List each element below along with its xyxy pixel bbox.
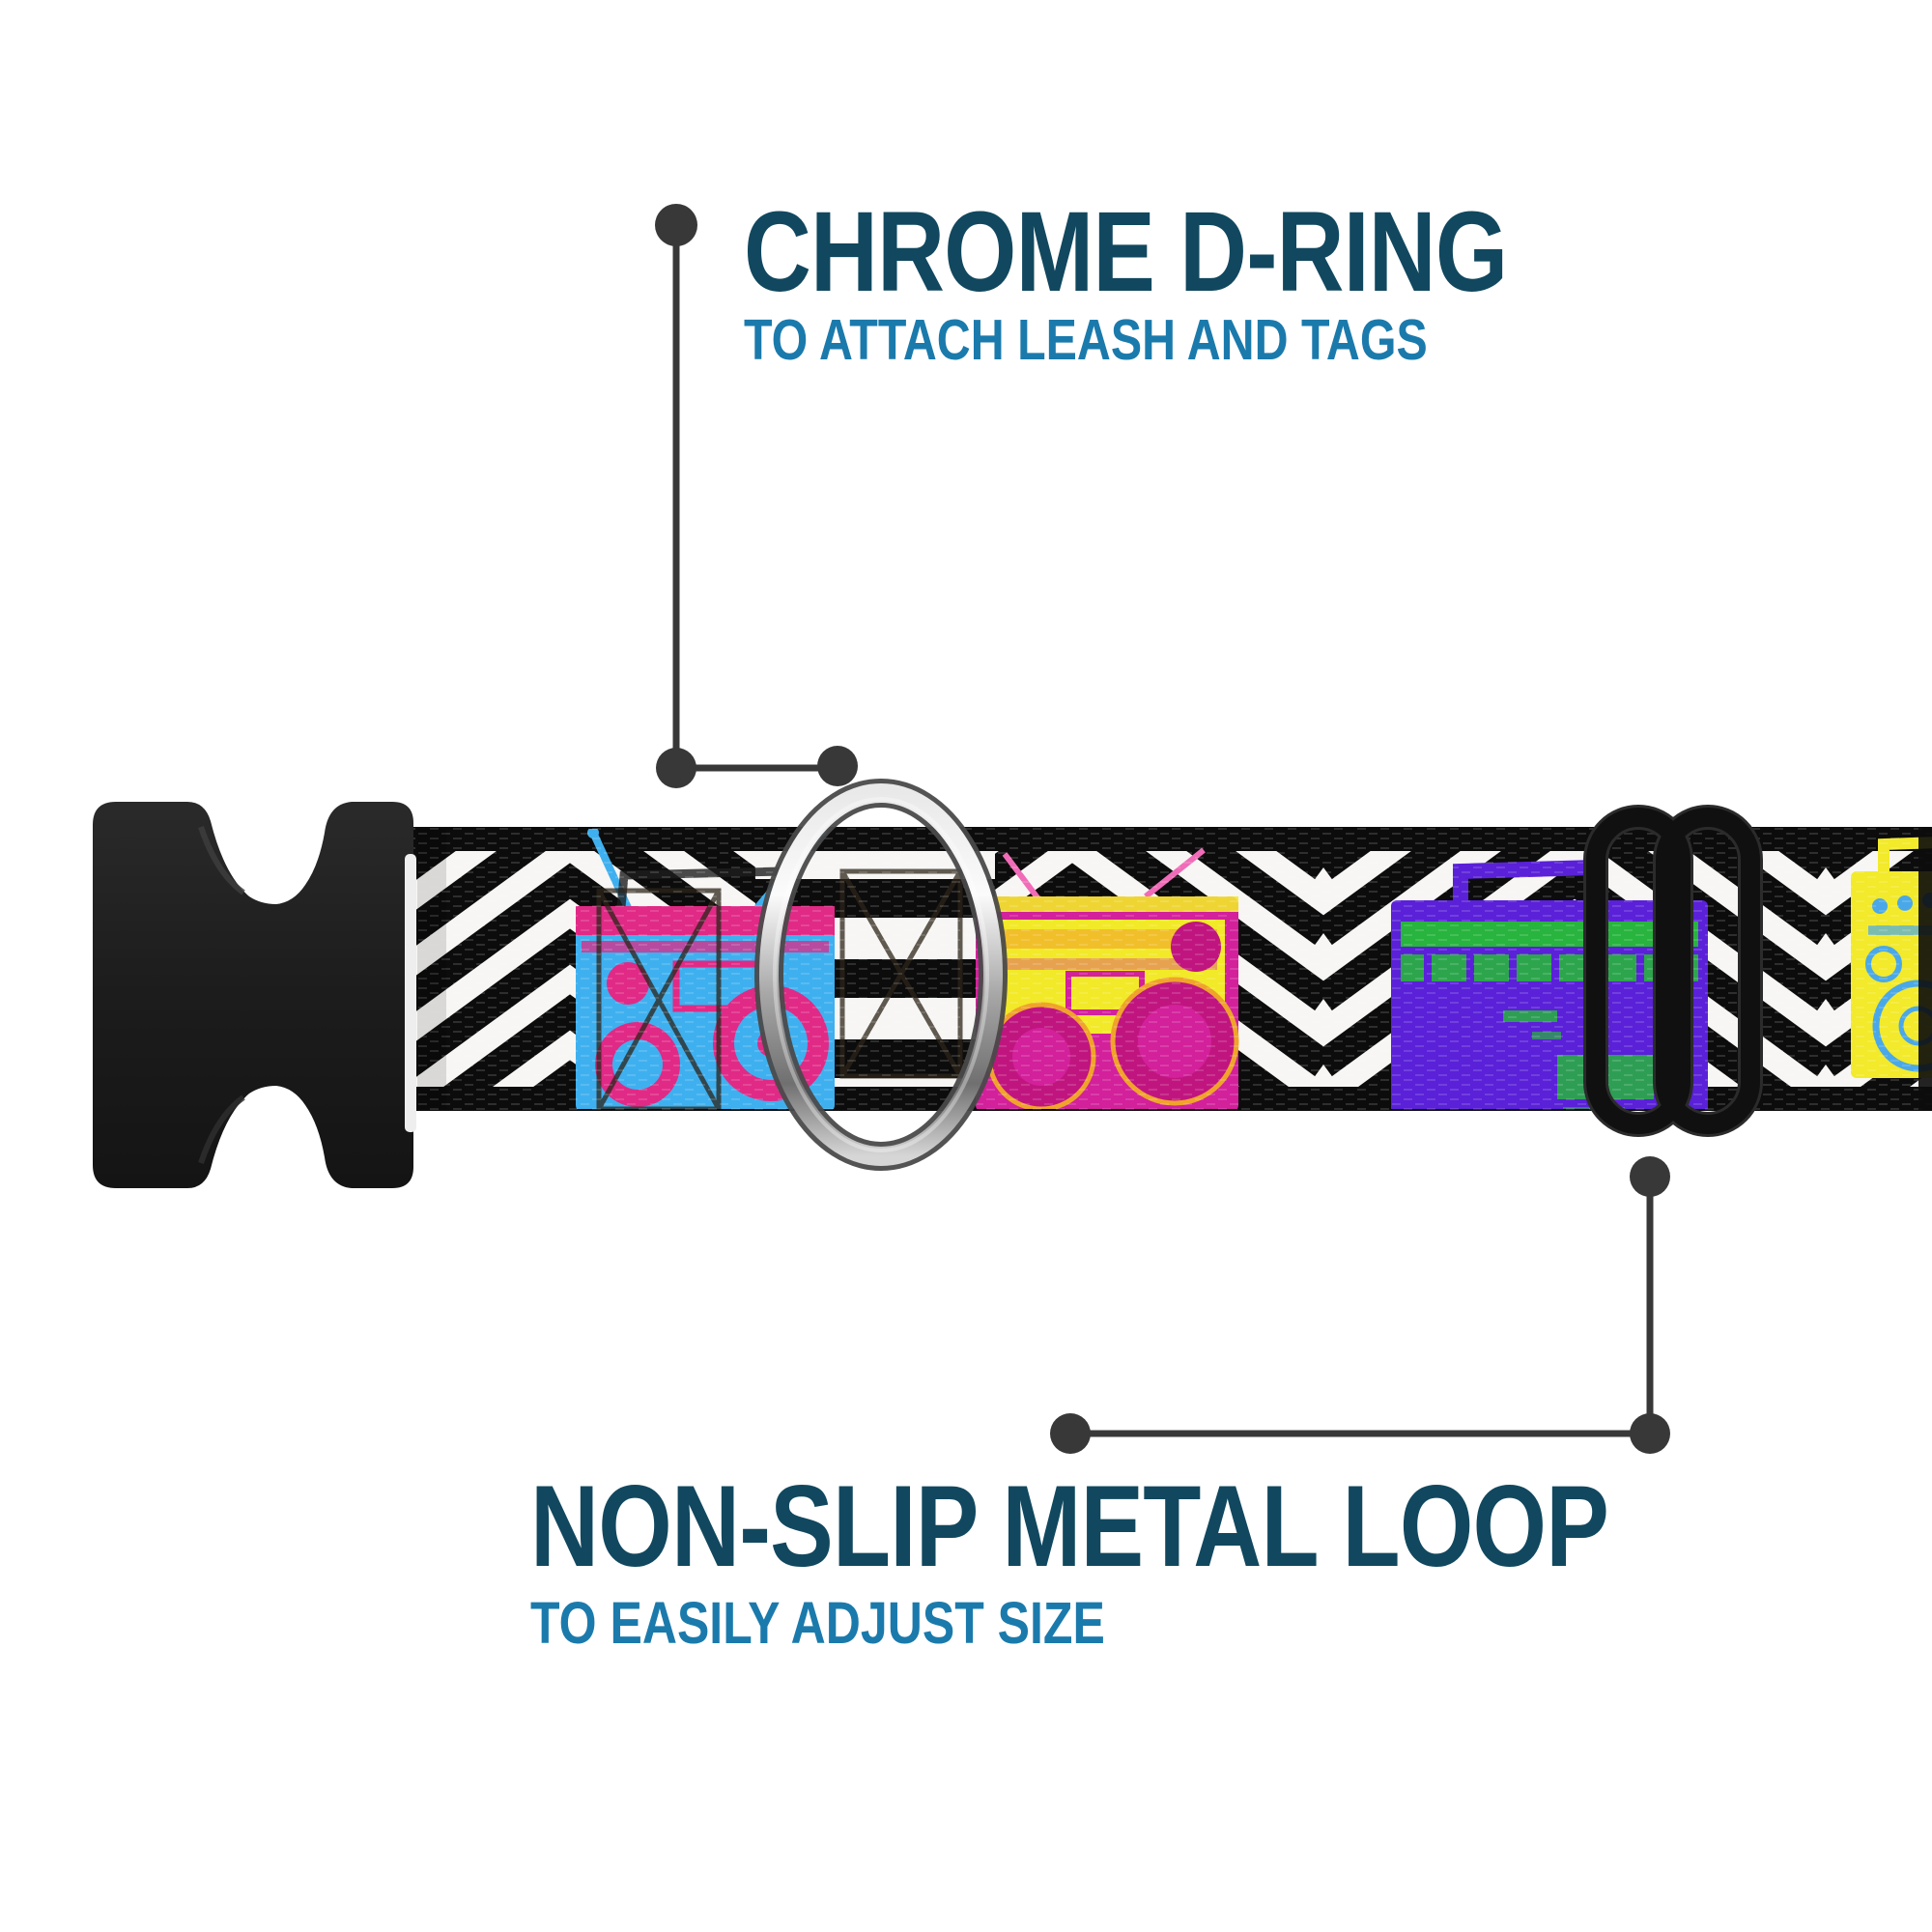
callout-dot — [1630, 1413, 1670, 1454]
callout-dot — [817, 746, 858, 786]
callout-line-loop — [1050, 1156, 1670, 1454]
callout-line-dring — [655, 204, 858, 788]
callout-dot — [1630, 1156, 1670, 1197]
buckle-shadow — [417, 829, 446, 1109]
dring-callout-title: CHROME D-RING — [744, 188, 1508, 316]
buckle-slot — [405, 854, 416, 1132]
chrome-d-ring-icon — [754, 779, 1008, 1171]
callout-dot — [655, 204, 697, 246]
adjuster-loop-icon — [1583, 805, 1763, 1137]
loop-callout-subtitle: TO EASILY ADJUST SIZE — [530, 1590, 1105, 1656]
buckle-body — [93, 802, 413, 1188]
callout-dot — [656, 748, 696, 788]
dring-callout-subtitle: TO ATTACH LEASH AND TAGS — [744, 308, 1428, 372]
loop-callout-title: NON-SLIP METAL LOOP — [530, 1462, 1609, 1591]
callout-dot — [1050, 1413, 1091, 1454]
strap-end-edge — [1918, 827, 1932, 1111]
collar-strap — [402, 827, 1932, 1111]
side-release-buckle-icon — [93, 802, 416, 1188]
weave-texture — [402, 827, 1932, 1111]
